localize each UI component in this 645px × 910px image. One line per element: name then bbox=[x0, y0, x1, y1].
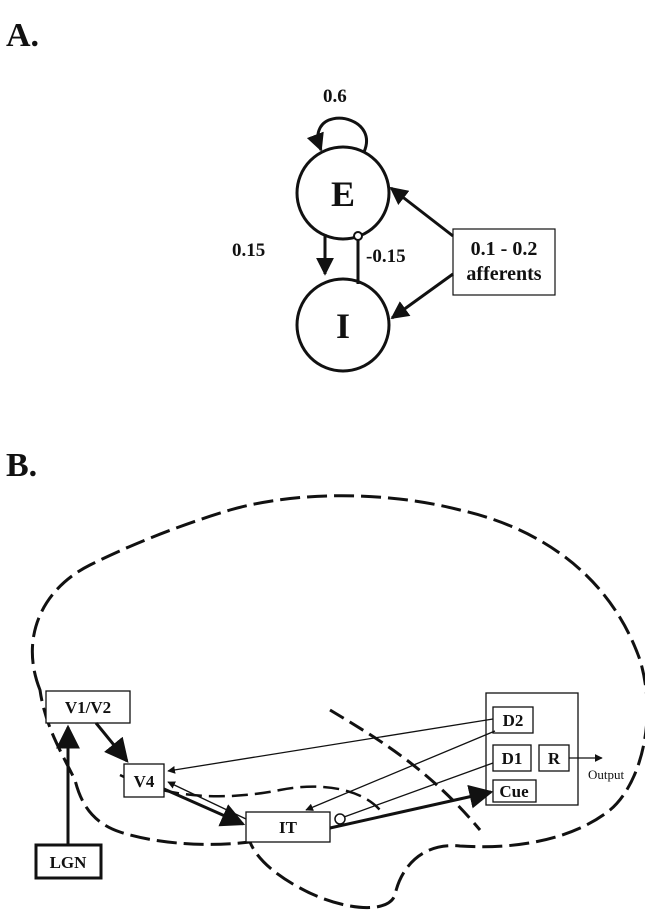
d1-to-it-inhibitory-connection bbox=[343, 762, 494, 818]
d1-inhibitory-synapse-marker bbox=[334, 813, 346, 825]
panel-a: A. E I 0.6 0.15 -0.15 0.1 - 0.2 afferent… bbox=[6, 17, 556, 373]
i-to-e-weight-label: -0.15 bbox=[366, 246, 406, 267]
excitatory-node-label: E bbox=[331, 174, 355, 214]
d2-to-v4-arrow bbox=[167, 718, 494, 774]
area-v4-label: V4 bbox=[134, 772, 155, 791]
central-sulcus bbox=[329, 708, 482, 831]
inhibitory-node-label: I bbox=[336, 306, 350, 346]
afferent-to-i-arrow bbox=[390, 272, 454, 320]
v1v2-to-v4-arrow bbox=[94, 722, 129, 763]
panel-b-label: B. bbox=[6, 447, 37, 484]
e-to-i-weight-label: 0.15 bbox=[232, 240, 265, 261]
v4-to-it-arrow bbox=[163, 787, 246, 827]
area-it-label: IT bbox=[279, 818, 298, 837]
it-to-v4-arrow bbox=[167, 781, 247, 820]
output-label: Output bbox=[588, 767, 625, 782]
area-d2-box bbox=[492, 706, 534, 734]
area-r-label: R bbox=[548, 749, 561, 768]
panel-a-label: A. bbox=[6, 17, 39, 54]
inhibitory-synapse-marker bbox=[353, 231, 363, 241]
panel-b: B. V1/V2 V4 IT LGN D2 D1 R Cue bbox=[6, 447, 645, 910]
inhibitory-node bbox=[295, 277, 391, 373]
area-v4-box bbox=[123, 763, 165, 798]
area-lgn-box bbox=[34, 843, 103, 880]
d2-to-it-arrow bbox=[305, 730, 496, 811]
area-d1-box bbox=[492, 744, 532, 772]
area-cue-label: Cue bbox=[499, 782, 529, 801]
excitatory-node bbox=[295, 145, 391, 241]
afferents-label: afferents bbox=[466, 263, 541, 285]
afferent-to-e-arrow bbox=[389, 186, 454, 238]
self-weight-label: 0.6 bbox=[323, 86, 347, 107]
brain-outline bbox=[30, 494, 645, 910]
afferents-box bbox=[452, 228, 556, 296]
afferents-range-label: 0.1 - 0.2 bbox=[471, 238, 538, 260]
it-to-cue-arrow bbox=[329, 785, 494, 830]
area-lgn-label: LGN bbox=[50, 853, 88, 872]
area-v1v2-box bbox=[45, 690, 131, 724]
area-d1-label: D1 bbox=[502, 749, 523, 768]
self-excitation-arrow bbox=[306, 116, 368, 153]
area-v1v2-label: V1/V2 bbox=[65, 698, 111, 717]
area-it-box bbox=[245, 811, 331, 843]
area-d2-label: D2 bbox=[503, 711, 524, 730]
